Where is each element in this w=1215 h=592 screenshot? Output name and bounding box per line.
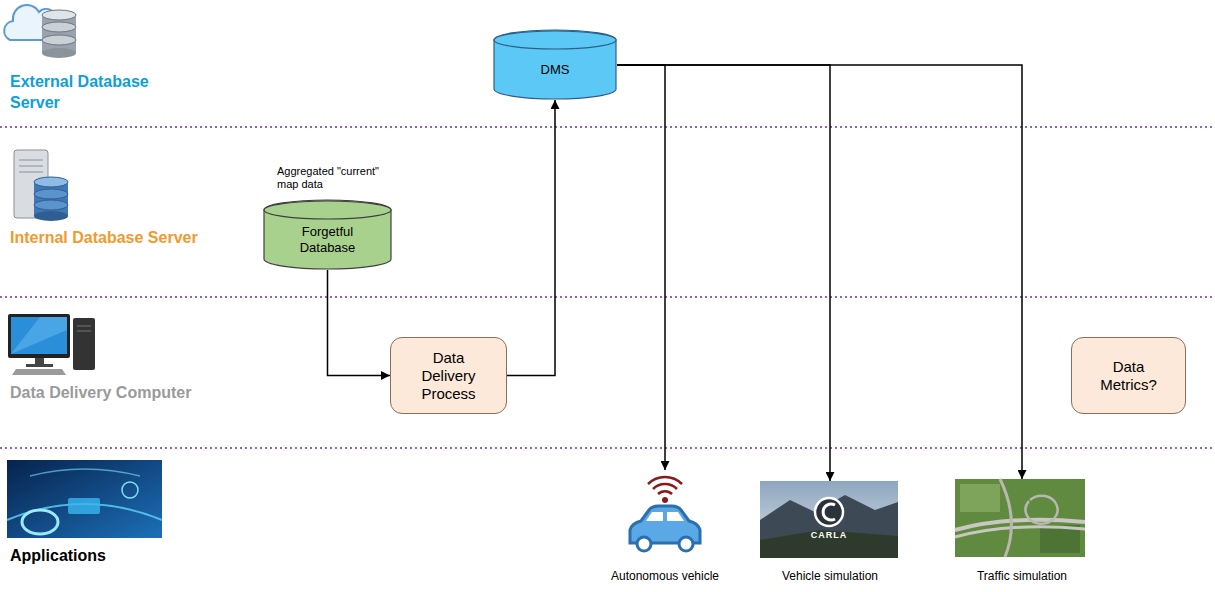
node-heading: Aggregated "current" map data [277, 165, 401, 193]
db-band [34, 189, 68, 199]
node-label: Data Metrics? [1092, 358, 1165, 394]
monitor-stand [35, 358, 44, 364]
server-icon [14, 150, 68, 221]
interchange-loop [1026, 496, 1058, 524]
tier-separators [0, 127, 1215, 448]
screen-glare [11, 317, 67, 354]
node-text-wrap: Vehicle simulation [757, 569, 903, 583]
cylinder-body [264, 200, 391, 269]
db-band [42, 22, 76, 32]
process-box: Data Delivery Process [390, 337, 507, 414]
carla-image [760, 481, 898, 558]
road [1000, 479, 1011, 557]
process-box: Data Metrics? [1071, 337, 1186, 414]
wifi-arc [653, 484, 677, 489]
node-text-wrap: Data Delivery Process [411, 349, 486, 403]
node-label: Traffic simulation [952, 569, 1092, 583]
connector-arrow [617, 65, 665, 470]
db-body [42, 15, 76, 53]
autonomous-car-icon [630, 477, 700, 551]
dms-cylinder: DMS [493, 30, 617, 100]
pc-bay [77, 326, 91, 327]
db-top [42, 10, 76, 20]
car-wheel [637, 537, 651, 551]
tier-label: Data Delivery Computer [10, 383, 200, 404]
connector-arrow [617, 65, 830, 481]
dotted-separator [0, 447, 1215, 449]
db-bottom [34, 211, 68, 221]
database-cylinder: Aggregated "current" map dataForgetful D… [263, 200, 392, 270]
highway [955, 527, 1085, 537]
hud-ring [122, 482, 138, 498]
pc-tower [73, 318, 95, 370]
tier-label: Applications [10, 546, 200, 567]
node-text-wrap: Autonomous vehicle [594, 569, 736, 583]
dotted-separator [0, 126, 1215, 128]
server-slot [19, 166, 43, 167]
pc-bay [77, 331, 91, 332]
node-label: Forgetful Database [279, 224, 376, 255]
wifi-dot [662, 497, 668, 503]
application-tile: Autonomous vehicle [592, 470, 738, 585]
monitor-base [26, 364, 53, 367]
node-label: DMS [509, 62, 601, 78]
cylinder-top [494, 31, 616, 49]
steering-wheel [22, 510, 58, 534]
ground [760, 530, 898, 558]
cockpit-background [7, 460, 162, 538]
car-window [667, 512, 684, 521]
node-label: Autonomous vehicle [594, 569, 736, 583]
db-band [34, 200, 68, 210]
node-text-wrap: Traffic simulation [952, 569, 1092, 583]
cylinder-top [264, 201, 391, 219]
field-patch [960, 484, 1000, 512]
windscreen-arc [30, 469, 140, 476]
logo-ring [815, 498, 843, 526]
aerial-image [955, 479, 1085, 557]
node-label: Data Delivery Process [411, 349, 486, 403]
cloud-database-icon [4, 5, 76, 58]
connector-arrow [617, 65, 1022, 479]
server-slot [19, 160, 43, 161]
keyboard [12, 369, 66, 375]
sky [760, 481, 898, 558]
fields [955, 479, 1085, 557]
tier-label: Internal Database Server [10, 228, 200, 249]
car-window [646, 512, 663, 521]
dashboard-screen [68, 498, 100, 514]
computer-icon [8, 314, 95, 375]
wifi-arc [658, 491, 672, 494]
wifi-arc [648, 477, 682, 484]
cylinder-body [494, 30, 616, 99]
db-band [42, 35, 76, 45]
application-tile: Vehicle simulation [755, 481, 905, 585]
node-text-wrap: DMS [509, 62, 601, 78]
application-tile: Traffic simulation [950, 479, 1094, 585]
node-text-wrap: Data Metrics? [1092, 358, 1165, 394]
server-slot [19, 172, 43, 173]
db-top [34, 177, 68, 187]
connector-arrow [328, 270, 391, 376]
applications-image [7, 460, 162, 538]
connector-arrow [507, 100, 555, 376]
monitor-frame [8, 314, 70, 358]
tier-label: External Database Server [10, 72, 200, 114]
db-bottom [42, 48, 76, 58]
logo-mark [823, 504, 835, 520]
mountains [760, 495, 898, 558]
monitor-screen [11, 317, 67, 354]
car-wheel [679, 537, 693, 551]
dotted-separator [0, 296, 1215, 298]
node-text-wrap: Forgetful Database [279, 224, 376, 255]
logo-wordmark: CARLA [799, 530, 859, 542]
node-label: Vehicle simulation [757, 569, 903, 583]
